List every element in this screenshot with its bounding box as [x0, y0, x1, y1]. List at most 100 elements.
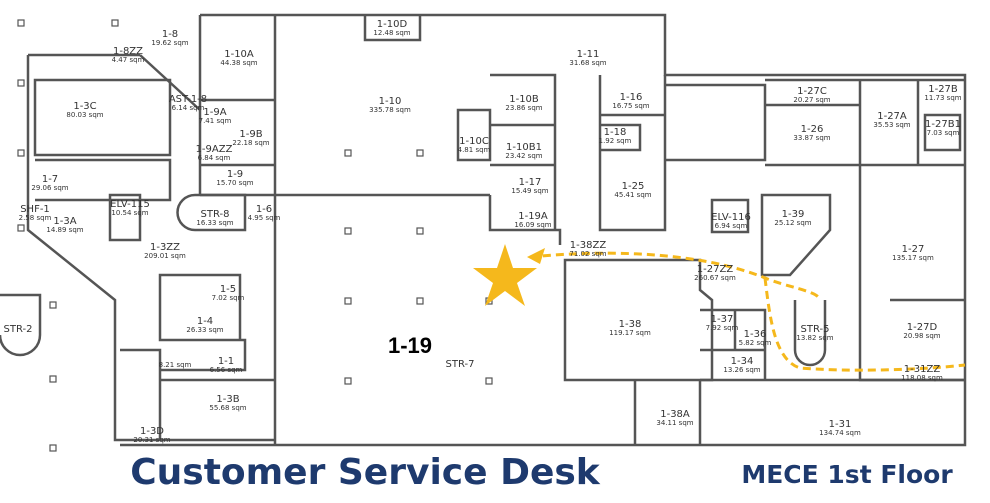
room-name: 1-3A [53, 216, 77, 227]
room-name: 1-5 [219, 284, 237, 295]
floor-label: MECE 1st Floor [741, 460, 953, 489]
room-area: 2.58 sqm [18, 214, 52, 222]
room-name: 1-3C [73, 101, 97, 112]
room-name: 1-16 [619, 92, 643, 103]
stair-5 [793, 300, 827, 367]
room-area: 135.17 sqm [892, 254, 934, 262]
columns [17, 19, 493, 452]
room-name: 1-3D [139, 426, 165, 437]
left-wing-wall [26, 53, 275, 442]
room-name: 1-1 [217, 356, 235, 367]
room-area: 14.89 sqm [46, 226, 84, 234]
room-name: 1-37 [710, 314, 734, 325]
room-area: 12.48 sqm [373, 29, 411, 37]
elevator-116 [710, 198, 750, 234]
stair-8 [176, 193, 247, 232]
room-area: 55.68 sqm [209, 404, 247, 412]
restrooms [700, 308, 767, 380]
east-block [598, 75, 767, 232]
room-area: 31.68 sqm [569, 59, 607, 67]
room-name: 1-27B1 [925, 119, 961, 130]
room-name: 1-36 [743, 329, 767, 340]
room-name: 1-9AZZ [195, 144, 233, 155]
room-name: 1-26 [800, 124, 824, 135]
room-name: 1-9 [226, 169, 244, 180]
room-name: 1-34 [730, 356, 754, 367]
south-rooms [633, 378, 965, 445]
room-name: 1-27B [928, 84, 958, 95]
room-name: 1-27C [797, 86, 827, 97]
room-area: 15.49 sqm [511, 187, 549, 195]
room-name: 1-38 [618, 319, 642, 330]
route-arrowhead-icon [527, 248, 545, 264]
room-name: ELV-115 [110, 199, 150, 210]
room-name: STR-2 [3, 324, 33, 335]
room-area: 25.12 sqm [774, 219, 812, 227]
room-label: 8.21 sqm [159, 362, 192, 369]
room-area: 29.06 sqm [31, 184, 69, 192]
room-area: 16.33 sqm [196, 219, 234, 227]
room-area: 6.56 sqm [209, 366, 243, 374]
room-name: SHF-1 [20, 204, 50, 215]
room-area: 80.03 sqm [66, 111, 104, 119]
west-rooms [139, 15, 275, 195]
room-name: STR-8 [200, 209, 230, 220]
north-rooms [456, 73, 557, 230]
room-label: STR-2 [4, 325, 33, 335]
room-name: STR-7 [445, 359, 475, 370]
room-area: 4.81 sqm [457, 146, 491, 154]
room-area: 6.14 sqm [171, 104, 205, 112]
room-name: 1-27 [901, 244, 925, 255]
room-name: 1-10A [224, 49, 254, 60]
room-area: 22.18 sqm [232, 139, 270, 147]
room-area: 34.11 sqm [656, 419, 694, 427]
room-area: 44.38 sqm [220, 59, 258, 67]
room-1-27 [858, 165, 965, 382]
page-title: Customer Service Desk [130, 452, 600, 493]
room-area: 6.84 sqm [197, 154, 231, 162]
highlighted-room-label: 1-19 [387, 333, 433, 358]
room-area: 7.02 sqm [211, 294, 245, 302]
room-name: STR-5 [800, 324, 830, 335]
room-area: 5.82 sqm [738, 339, 772, 347]
room-name: 1-9B [239, 129, 263, 140]
room-name: 1-38ZZ [569, 240, 607, 251]
room-area: 16.09 sqm [514, 221, 552, 229]
room-name: 1-4 [196, 316, 214, 327]
room-name: AST-1-8 [168, 94, 208, 105]
room-area: 7.03 sqm [926, 129, 960, 137]
room-name: 1-3ZZ [149, 242, 181, 253]
south-west-rooms [120, 273, 275, 440]
room-area: 19.62 sqm [151, 39, 189, 47]
